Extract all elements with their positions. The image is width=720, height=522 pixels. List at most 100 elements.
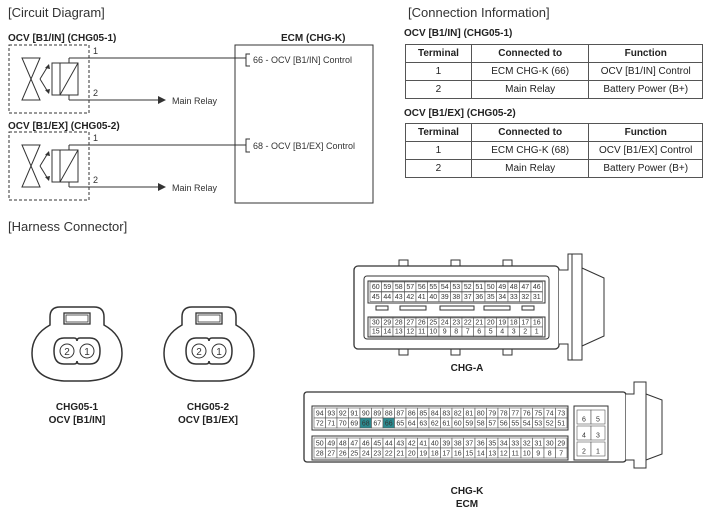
pin-number: 41 [419,441,427,448]
pin-number: 11 [418,329,425,336]
pin-number: 44 [383,294,391,301]
pin-number: 80 [477,411,485,418]
pin-number: 39 [442,441,450,448]
chg05-1-name: CHG05-1 [55,402,99,413]
pin-number: 33 [510,294,518,301]
pin-number: 34 [500,441,508,448]
ecm-label: ECM (CHG-K) [281,33,346,44]
ecm-pin66-label: 66 - OCV [B1/IN] Control [253,55,352,65]
chg-k-subname: ECM [455,499,479,510]
pin-number: 18 [431,451,439,458]
pin-number: 56 [418,284,426,291]
pin-number: 17 [521,320,529,327]
pin-number: 25 [350,451,358,458]
pin-number: 50 [487,284,495,291]
pin-number: 75 [534,411,542,418]
pin-number: 57 [406,284,414,291]
cell-function: Battery Power (B+) [588,80,703,99]
main-relay-label-2: Main Relay [172,183,218,193]
pin-number: 88 [385,411,393,418]
pin-number: 58 [477,421,485,428]
chg05-2-pin2: 2 [196,347,202,358]
cell-function: OCV [B1/IN] Control [588,62,703,81]
ocv2-component [8,131,90,201]
pin-number: 46 [362,441,370,448]
main-relay-label-1: Main Relay [172,96,218,106]
table-header-row: Terminal Connected to Function [405,44,703,63]
pin-number: 13 [488,451,496,458]
pin-number: 25 [429,320,437,327]
cell-function: OCV [B1/EX] Control [588,141,703,160]
pin-number: 11 [512,451,519,458]
pin-number: 27 [327,451,335,458]
pin-number: 51 [475,284,483,291]
ocv1-pin2: 2 [93,88,98,98]
pin-cell [590,425,606,441]
pin-number: 48 [510,284,518,291]
pin-number: 6 [477,329,481,336]
pin-cell [590,441,606,457]
pin-number: 19 [498,320,506,327]
ecm-pin68-bracket [245,138,250,153]
pin-number: 53 [452,284,460,291]
pin-number: 65 [396,421,404,428]
ecm-pin68-label: 68 - OCV [B1/EX] Control [253,141,355,151]
pin-number: 89 [373,411,381,418]
pin-cell [530,281,543,292]
pin-number: 13 [395,329,403,336]
circuit-diagram: 1 2 1 2 Main Relay Main Relay 66 - OCV [… [8,44,374,204]
cell-terminal: 2 [405,159,472,178]
ocv1-component [8,44,90,114]
pin-number: 10 [523,451,531,458]
pin-number: 9 [443,329,447,336]
pin-number: 28 [316,451,324,458]
pin-number: 35 [488,441,496,448]
header-function: Function [588,123,703,142]
pin-number: 62 [431,421,439,428]
pin-number: 42 [408,441,416,448]
pin-number: 23 [373,451,381,458]
pin-number: 37 [464,294,472,301]
pin-number: 14 [477,451,485,458]
conn-table1-title: OCV [B1/IN] (CHG05-1) [404,28,513,39]
pin-number: 28 [395,320,403,327]
ecm-box [234,44,374,204]
pin-number: 71 [327,421,335,428]
pin-number: 60 [372,284,380,291]
table-row: 2 Main Relay Battery Power (B+) [405,80,703,99]
harness-section-title: [Harness Connector] [8,219,128,234]
pin-number: 49 [498,284,506,291]
pin-number: 60 [454,421,462,428]
cell-terminal: 2 [405,80,472,99]
pin-number: 84 [431,411,439,418]
pin-number: 55 [429,284,437,291]
pin-number: 23 [452,320,460,327]
pin-cell [555,417,568,429]
pin-number: 47 [521,284,529,291]
pin-number: 74 [546,411,554,418]
pin-number: 26 [339,451,347,458]
pin-number: 76 [523,411,531,418]
pin-number: 18 [510,320,518,327]
pin-number: 12 [500,451,508,458]
pin-number: 40 [431,441,439,448]
pin-number: 90 [362,411,370,418]
pin-number: 77 [511,411,519,418]
arrow-main-relay-1 [158,96,166,104]
chg05-1-desc: OCV [B1/IN] [48,415,106,426]
cell-terminal: 1 [405,62,472,81]
pin-number: 21 [396,451,404,458]
pin-number: 30 [372,320,380,327]
pin-number: 29 [557,441,565,448]
pin-number: 46 [533,284,541,291]
cell-connected-to: Main Relay [470,80,590,99]
pin-number: 48 [339,441,347,448]
pin-number: 10 [429,329,437,336]
pin-cell [530,291,543,302]
pin-number: 36 [477,441,485,448]
ocv1-pin1: 1 [93,46,98,56]
pin-number: 39 [441,294,449,301]
pin-number: 54 [523,421,531,428]
pin-number: 15 [465,451,473,458]
